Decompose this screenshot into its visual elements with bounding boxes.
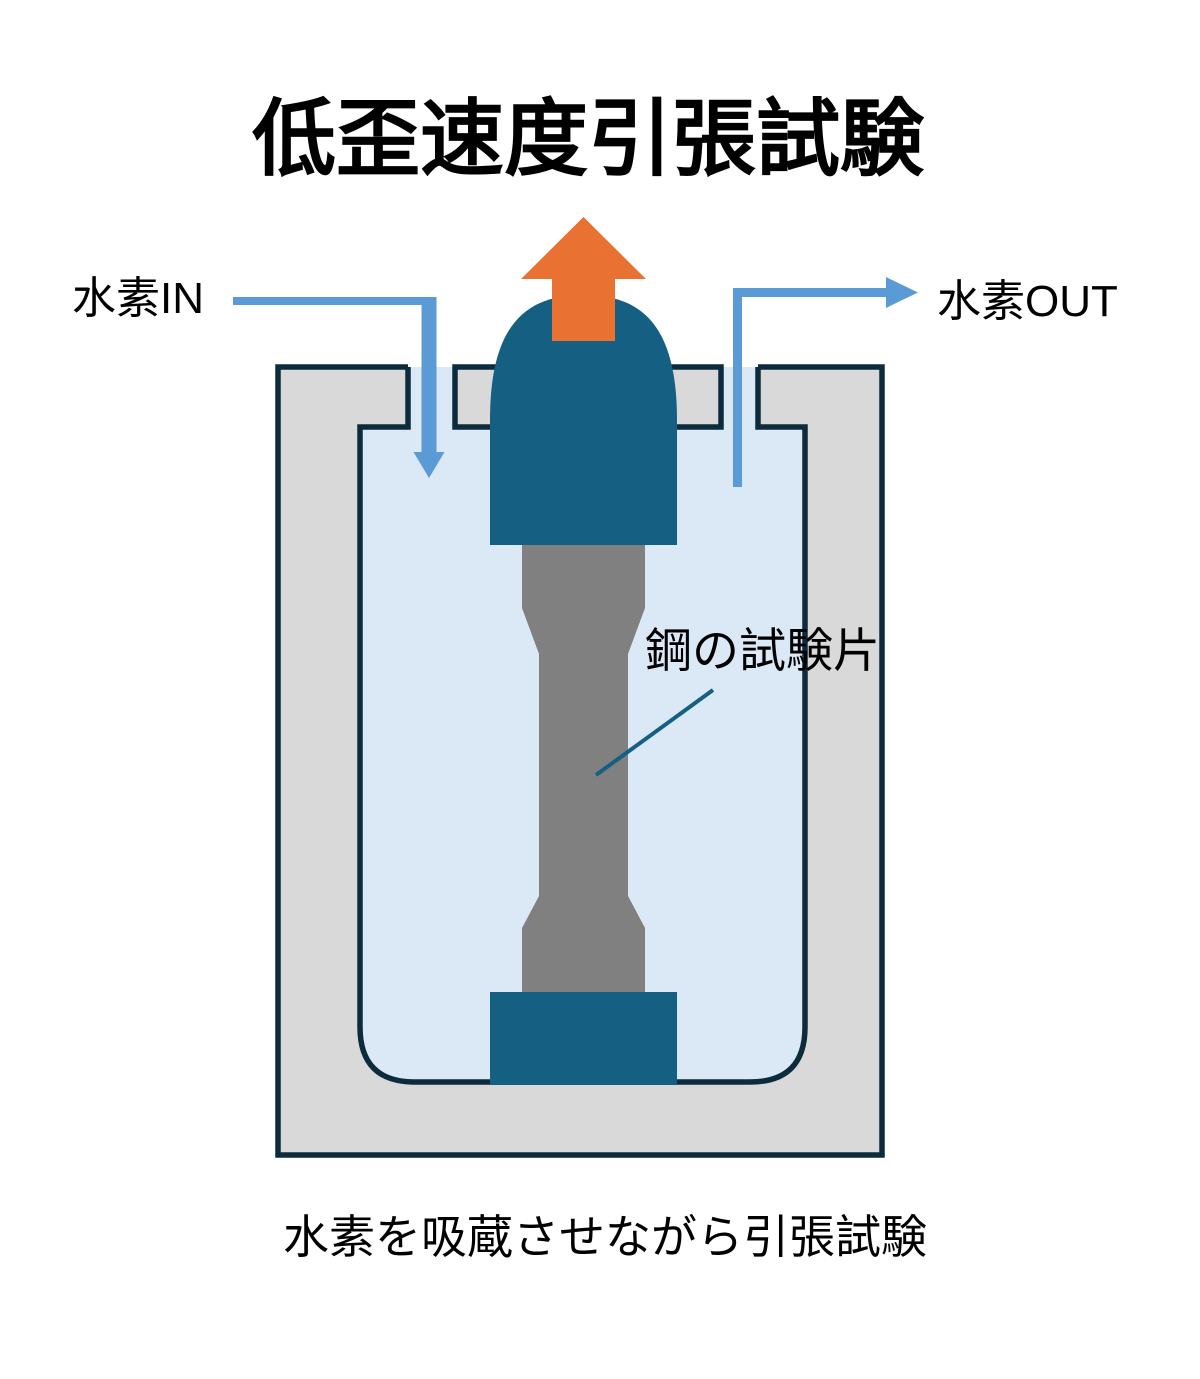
hydrogen-out-arrow-icon xyxy=(733,277,918,487)
outer-container-body xyxy=(278,367,882,1155)
outer-container-outline xyxy=(275,364,885,1158)
caption: 水素を吸蔵させながら引張試験 xyxy=(283,1211,927,1263)
steel-specimen xyxy=(522,540,645,995)
upper-grip xyxy=(490,295,677,545)
hydrogen-in-label: 水素IN xyxy=(72,274,204,323)
hydrogen-out-label: 水素OUT xyxy=(937,277,1118,326)
hydrogen-in-arrow-icon xyxy=(233,297,445,478)
page-title: 低歪速度引張試験 xyxy=(252,92,925,186)
lower-grip xyxy=(490,992,677,1085)
specimen-label: 鋼の試験片 xyxy=(645,624,880,677)
pull-direction-arrow-icon xyxy=(521,217,646,341)
specimen-leader-line xyxy=(594,688,715,777)
